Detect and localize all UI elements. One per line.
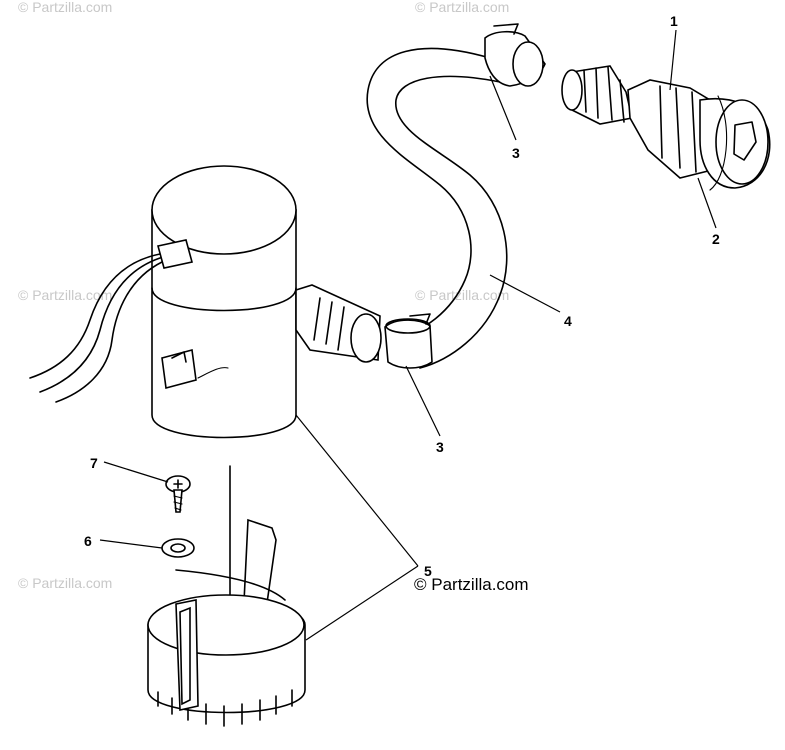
callout-4: 4 <box>564 313 572 329</box>
callout-2: 2 <box>712 231 720 247</box>
upper-hose-clamp <box>484 23 546 87</box>
callout-7: 7 <box>90 455 98 471</box>
watermark-mid-left: © Partzilla.com <box>18 287 112 303</box>
pump-wires <box>29 253 163 403</box>
callout-3-upper: 3 <box>512 145 520 161</box>
watermark-mid-center: © Partzilla.com <box>415 287 509 303</box>
watermark-bottom-left: © Partzilla.com <box>18 575 112 591</box>
leader-lines <box>99 29 717 641</box>
hose <box>366 47 508 369</box>
lower-hose-clamp <box>384 313 433 369</box>
watermark-top-center: © Partzilla.com <box>415 0 509 15</box>
callout-6: 6 <box>84 533 92 549</box>
callout-3-lower: 3 <box>436 439 444 455</box>
watermark-top-left: © Partzilla.com <box>18 0 112 15</box>
washer <box>161 538 195 558</box>
pump-base <box>147 465 306 727</box>
brand-watermark: © Partzilla.com <box>414 575 529 594</box>
screw <box>165 475 191 513</box>
thru-hull-fitting <box>561 65 771 191</box>
callout-1: 1 <box>670 13 678 29</box>
bilge-pump <box>151 165 382 439</box>
callout-5: 5 <box>424 563 432 579</box>
